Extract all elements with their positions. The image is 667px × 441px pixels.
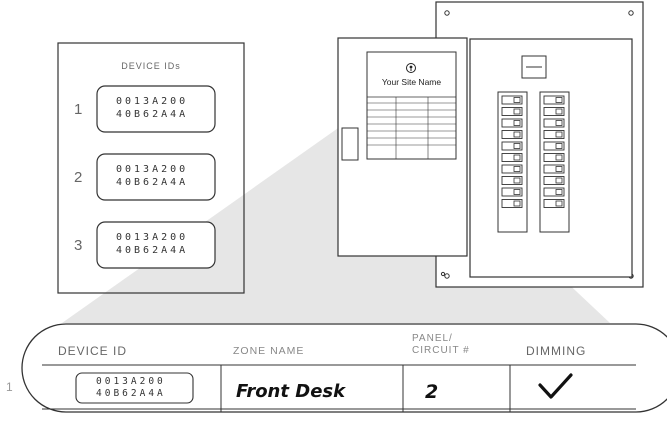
row-zone-name: Front Desk <box>236 381 346 402</box>
breaker-switch <box>543 176 565 185</box>
row-index: 1 <box>6 380 13 394</box>
door-latch <box>341 127 359 161</box>
checkmark-icon <box>538 373 573 399</box>
breaker-toggle <box>513 166 521 172</box>
breaker-switch <box>543 187 565 197</box>
breaker-switch <box>543 153 565 162</box>
header-circuit: CIRCUIT # <box>412 345 470 356</box>
row-device-id-line2: 40B62A4A <box>96 388 166 399</box>
device-id-3-line2: 40B62A4A <box>116 245 189 256</box>
device-index-2: 2 <box>74 169 83 186</box>
breaker-toggle <box>555 166 563 172</box>
header-zone-name: ZONE NAME <box>233 345 305 357</box>
device-id-box-3 <box>96 221 216 269</box>
device-id-2-line2: 40B62A4A <box>116 177 189 188</box>
breaker-switch <box>543 141 565 151</box>
device-id-card-title: DEVICE IDs <box>121 61 181 71</box>
breaker-switch <box>501 153 523 162</box>
breaker-switch <box>501 118 523 128</box>
breaker-toggle <box>513 143 521 149</box>
breaker-switch <box>501 95 523 105</box>
header-panel: PANEL/ <box>412 333 453 344</box>
breaker-toggle <box>513 97 521 103</box>
breaker-toggle <box>513 120 521 126</box>
breaker-switch <box>543 95 565 105</box>
breaker-toggle <box>555 143 563 149</box>
table-device-id-box <box>75 372 194 404</box>
breaker-switch <box>501 164 523 174</box>
breaker-switch <box>543 118 565 128</box>
device-id-1-line1: 0013A200 <box>116 96 189 107</box>
header-device-id: DEVICE ID <box>58 344 128 358</box>
breaker-switch <box>543 199 565 208</box>
breaker-toggle <box>555 200 563 207</box>
breaker-toggle <box>555 131 563 138</box>
breaker-switches <box>501 95 565 208</box>
enclosure-screw-icon <box>628 10 634 16</box>
device-id-box-2 <box>96 153 216 201</box>
breaker-switch <box>501 199 523 208</box>
breaker-toggle <box>513 108 521 115</box>
breaker-switch <box>543 130 565 139</box>
breaker-switch <box>543 107 565 116</box>
device-id-box-1 <box>96 85 216 133</box>
device-id-1-line2: 40B62A4A <box>116 109 189 120</box>
breaker-toggle <box>555 177 563 184</box>
row-circuit: 2 <box>425 381 439 403</box>
breaker-switch <box>501 176 523 185</box>
header-dimming: DIMMING <box>526 344 587 358</box>
breaker-toggle <box>513 177 521 184</box>
breaker-switch <box>501 107 523 116</box>
enclosure-screw-icon <box>444 273 450 279</box>
breaker-toggle <box>513 189 521 195</box>
row-device-id-line1: 0013A200 <box>96 376 166 387</box>
breaker-toggle <box>513 154 521 161</box>
breaker-toggle <box>555 189 563 195</box>
device-index-3: 3 <box>74 237 83 254</box>
device-id-card <box>57 42 245 294</box>
breaker-switch <box>501 187 523 197</box>
site-name-label: Your Site Name <box>381 77 442 87</box>
breaker-toggle <box>555 97 563 103</box>
device-id-2-line1: 0013A200 <box>116 164 189 175</box>
device-index-1: 1 <box>74 101 83 118</box>
breaker-toggle <box>555 108 563 115</box>
breaker-toggle <box>513 131 521 138</box>
breaker-switch <box>501 141 523 151</box>
pin-logo-icon <box>406 63 416 73</box>
breaker-toggle <box>513 200 521 207</box>
device-id-3-line1: 0013A200 <box>116 232 189 243</box>
enclosure-screw-icon <box>444 10 450 16</box>
breaker-switch <box>501 130 523 139</box>
breaker-toggle <box>555 120 563 126</box>
breaker-switch <box>543 164 565 174</box>
breaker-toggle <box>555 154 563 161</box>
